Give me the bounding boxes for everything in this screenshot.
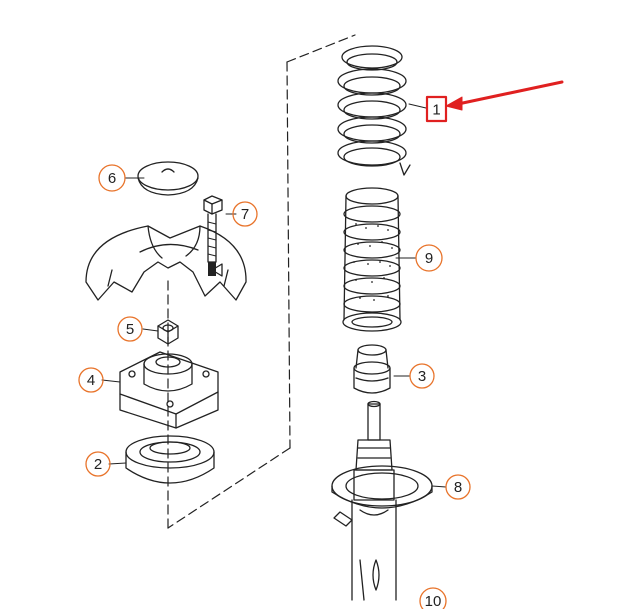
- bump-stop-icon: [353, 344, 391, 394]
- callout-2-label: 2: [94, 456, 102, 473]
- callout-6: 6: [98, 164, 126, 192]
- callout-8: 8: [445, 474, 471, 500]
- callout-2: 2: [85, 451, 111, 477]
- callout-1: 1: [425, 95, 448, 123]
- callout-8-label: 8: [454, 479, 462, 496]
- callout-7: 7: [232, 201, 258, 227]
- leader-lines: [101, 103, 447, 488]
- callout-9: 9: [415, 244, 443, 272]
- callout-10-label: 10: [425, 593, 442, 609]
- callout-5: 5: [117, 316, 143, 342]
- callout-3: 3: [409, 363, 435, 389]
- shock-absorber-icon: [333, 400, 397, 601]
- callout-4-label: 4: [87, 372, 95, 389]
- callout-1-label: 1: [432, 102, 440, 119]
- dashed-frame: [167, 34, 356, 529]
- spring-seat-icon: [331, 465, 433, 509]
- callout-9-label: 9: [425, 250, 433, 267]
- callout-4: 4: [78, 367, 104, 393]
- arrow-icon: [445, 80, 564, 111]
- bearing-ring-icon: [125, 435, 215, 484]
- callout-5-label: 5: [126, 321, 134, 338]
- callout-7-label: 7: [241, 206, 249, 223]
- heat-shield-icon: [85, 225, 247, 301]
- cap-icon: [137, 161, 199, 196]
- bolt-icon: [203, 195, 223, 276]
- dust-boot-icon: [342, 187, 402, 332]
- callout-3-label: 3: [418, 368, 426, 385]
- coil-spring-icon: [337, 45, 411, 176]
- nut-icon: [157, 319, 179, 345]
- callout-6-label: 6: [108, 170, 116, 187]
- strut-mount-icon: [119, 351, 219, 429]
- callout-10: 10: [419, 587, 447, 609]
